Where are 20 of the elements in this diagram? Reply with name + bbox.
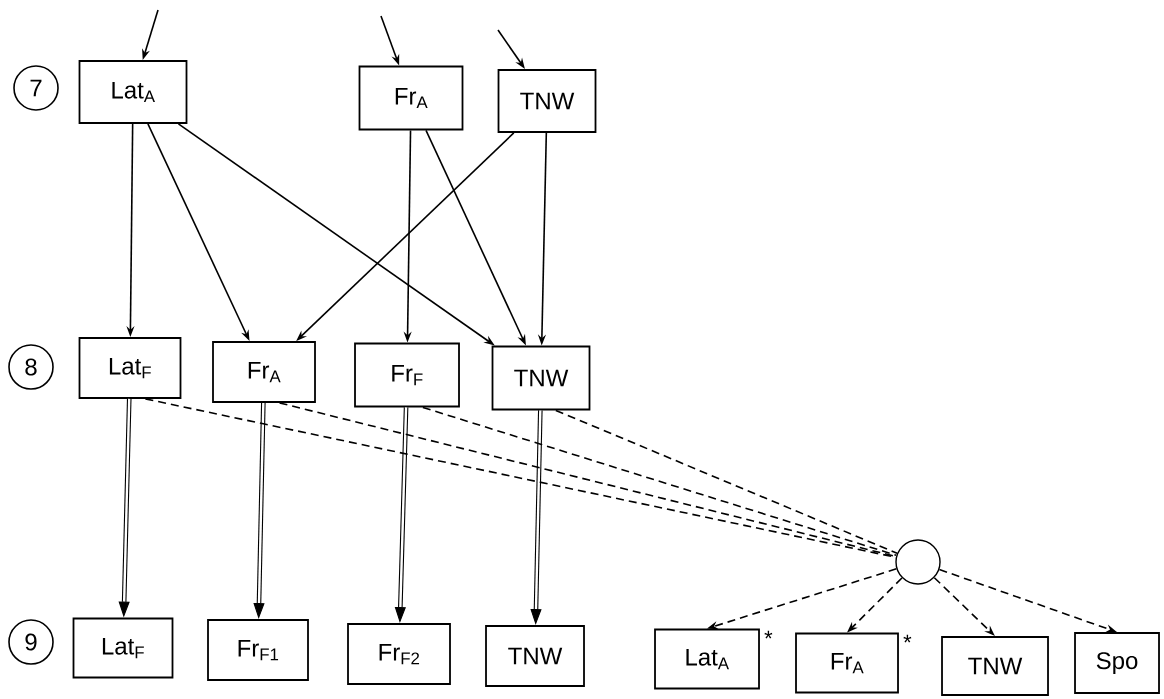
subject-box: Spo <box>1074 632 1160 694</box>
subject-box: Fr$_{A}$ <box>212 341 316 403</box>
subject-box: Lat$_{F}$ <box>78 337 182 399</box>
subject-box: Fr$_{A}$ <box>358 65 464 131</box>
asterisk: * <box>903 634 912 643</box>
junction-circle <box>895 539 941 585</box>
subject-box: Fr$_{F1}$ <box>207 619 309 681</box>
dashed-line <box>422 406 898 557</box>
subject-box: TNW <box>491 345 591 411</box>
subject-box: Lat$_{F}$ <box>72 617 174 679</box>
subject-box: Fr$_{A}$ <box>795 632 899 694</box>
subject-box: Fr$_{F}$ <box>354 342 460 408</box>
subject-box: Fr$_{F2}$ <box>347 623 451 685</box>
subject-box: Lat$_{A}$ <box>78 60 188 124</box>
asterisk: * <box>764 630 773 639</box>
subject-box: TNW <box>485 625 585 687</box>
subject-box: TNW <box>497 69 597 133</box>
subject-box: Lat$_{A}$ <box>654 628 760 690</box>
subject-box: TNW <box>941 636 1049 696</box>
dashed-line <box>555 409 898 555</box>
